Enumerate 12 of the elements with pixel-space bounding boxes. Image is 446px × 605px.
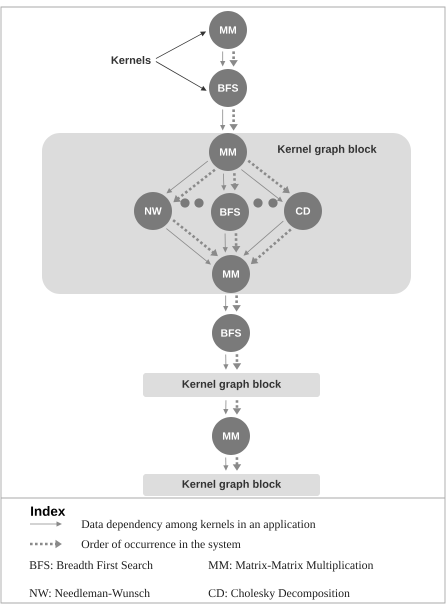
block-bar: Kernel graph block (143, 474, 320, 496)
arrow (172, 219, 218, 256)
kernels-label: Kernels (112, 56, 151, 64)
legend-text: Data dependency among kernels in an application (82, 520, 316, 531)
abbreviation-note: MM: Matrix-Matrix Multiplication (208, 560, 374, 572)
abbreviation-note: BFS: Breadth First Search (30, 560, 153, 570)
legend-heading: Index (31, 506, 66, 516)
abbreviation-note: CD: Cholesky Decomposition (208, 588, 350, 600)
legend-text: Order of occurrence in the system (82, 540, 241, 551)
block-heading: Kernel graph block (278, 144, 377, 156)
block-bar: Kernel graph block (143, 373, 320, 397)
abbreviation-note: NW: Needleman-Wunsch (30, 588, 150, 598)
